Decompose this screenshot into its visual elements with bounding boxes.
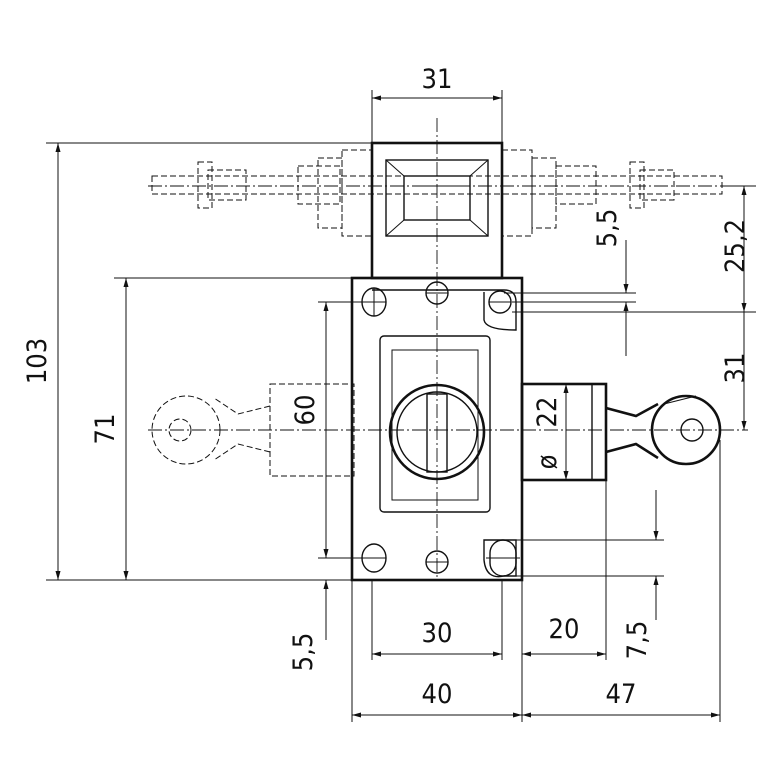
dim-cylinder-length: 20	[549, 614, 580, 645]
center-lines	[148, 118, 748, 578]
dim-hole-spacing: 30	[422, 618, 453, 649]
dim-actuator-to-center: 31	[720, 353, 751, 384]
dim-actuator-offset: 25,2	[720, 219, 751, 273]
dim-diameter-symbol: ø	[532, 455, 563, 470]
key-dashed	[151, 383, 355, 477]
dim-height-60: 60	[290, 395, 321, 426]
dim-diameter-value: 22	[532, 397, 563, 428]
dimension-lines	[55, 95, 747, 718]
mounting-holes	[361, 281, 520, 577]
dim-top-width: 31	[422, 64, 453, 95]
extension-lines	[46, 90, 756, 722]
dim-total-height: 103	[22, 338, 53, 384]
actuator-bar-dashed	[151, 149, 723, 237]
dimension-labels: 31 103 71 60 ø 22 5,5 25,2 31 5,5 30 20 …	[22, 64, 751, 710]
dim-body-width: 40	[422, 679, 453, 710]
dim-bottom-slot-offset: 7,5	[622, 621, 653, 660]
dim-key-length: 47	[606, 679, 637, 710]
lock-cylinder	[520, 382, 722, 482]
dim-height-71: 71	[90, 414, 121, 445]
dim-hole-offset-bottom: 5,5	[288, 633, 319, 672]
dim-hole-offset-top: 5,5	[592, 209, 623, 248]
